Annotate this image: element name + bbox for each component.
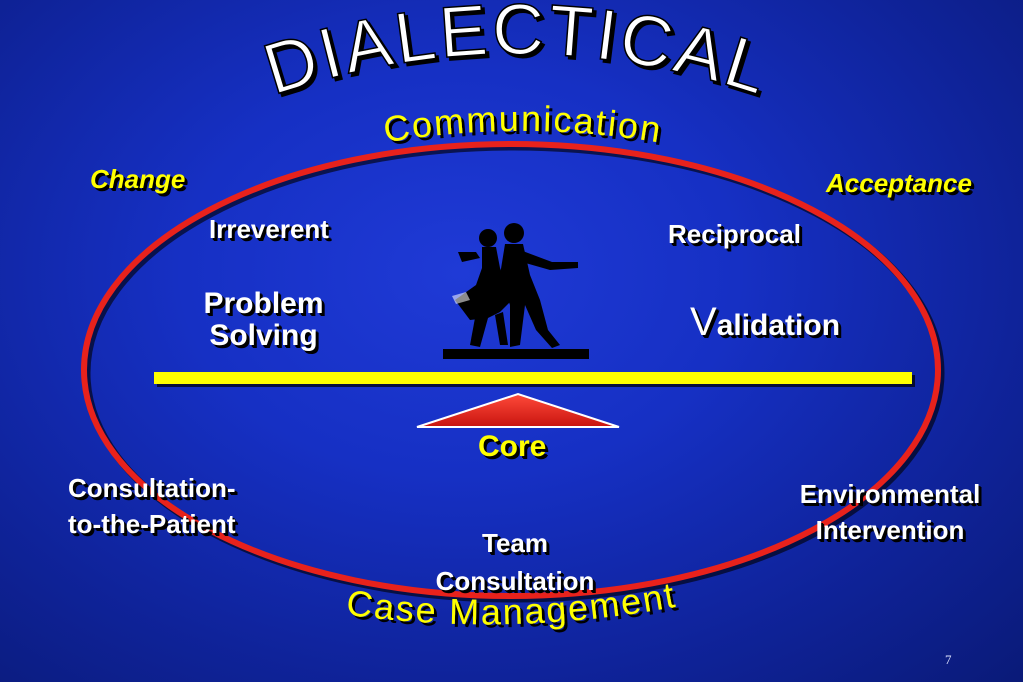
acceptance-label: Acceptance	[826, 168, 972, 199]
problem-solving-label: Problem Solving	[186, 288, 341, 352]
consultation-line: Consultation-	[68, 470, 236, 506]
balance-beam	[154, 372, 912, 384]
reciprocal-label: Reciprocal	[668, 219, 801, 250]
problem-line: Problem	[186, 288, 341, 320]
team-line: Team	[405, 524, 625, 562]
intervention-line: Intervention	[775, 512, 1005, 548]
validation-initial: V	[690, 300, 717, 344]
dancing-couple-icon	[443, 223, 589, 359]
consultation-line-2: Consultation	[405, 562, 625, 600]
to-the-patient-line: to-the-Patient	[68, 506, 236, 542]
page-number: 7	[945, 652, 952, 668]
fulcrum-triangle	[417, 394, 619, 427]
title-text: DIALECTICAL	[255, 0, 781, 111]
validation-label: Validation	[690, 302, 840, 346]
core-label: Core	[478, 430, 546, 464]
environmental-line: Environmental	[775, 476, 1005, 512]
validation-rest: alidation	[717, 309, 840, 342]
change-label: Change	[90, 164, 185, 195]
team-consultation-label: Team Consultation	[405, 524, 625, 600]
consultation-to-patient-label: Consultation- to-the-Patient	[68, 470, 236, 542]
solving-line: Solving	[186, 320, 341, 352]
environmental-intervention-label: Environmental Intervention	[775, 476, 1005, 548]
irreverent-label: Irreverent	[209, 214, 329, 245]
